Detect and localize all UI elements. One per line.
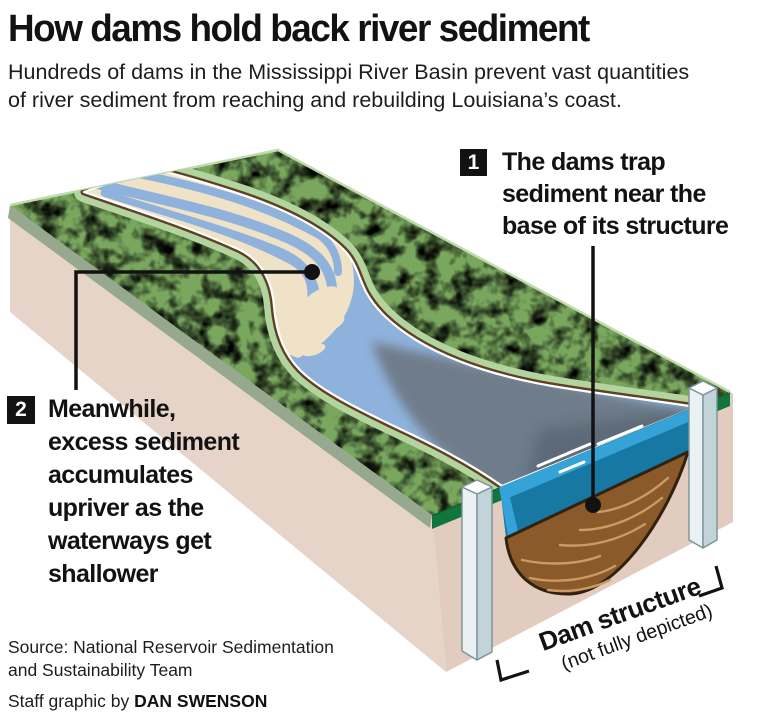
dam-pillar-left: [461, 479, 493, 661]
braid-channels: [85, 168, 342, 303]
page-title: How dams hold back river sediment: [8, 8, 590, 50]
staff-credit: Staff graphic by DAN SWENSON: [8, 691, 267, 712]
soil-block-left-face: [10, 205, 446, 672]
leader-lines: [74, 246, 601, 513]
trapped-sediment-bowl: [504, 450, 690, 596]
waterfall-edge-left: [499, 487, 521, 544]
bracket-left: [495, 659, 530, 683]
dam-pillar-right: [688, 380, 718, 549]
cliff-edge-strip: [8, 205, 432, 528]
annotation-1-number-badge: 1: [460, 149, 487, 176]
sandbar-islands: [275, 286, 345, 357]
annotation-2-number-badge: 2: [7, 396, 35, 424]
water-surface-glints: [536, 424, 644, 474]
dam-cross-section: [499, 407, 695, 596]
annotation-2: 2 Meanwhile, excess sediment accumulates…: [7, 393, 240, 591]
credit-prefix: Staff graphic by: [8, 691, 135, 711]
dam-label-brackets: [495, 565, 724, 683]
annotation-2-text: Meanwhile, excess sediment accumulates u…: [48, 395, 240, 588]
dam-pillars: [461, 380, 718, 661]
waterfall-edge-top: [500, 407, 695, 500]
subtitle-line: Hundreds of dams in the Mississippi Rive…: [8, 60, 690, 84]
credit-name: DAN SWENSON: [134, 691, 268, 711]
waterline-highlight: [82, 166, 698, 488]
page-subtitle: Hundreds of dams in the Mississippi Rive…: [8, 58, 689, 114]
river-system: [74, 158, 706, 496]
source-attribution: Source: National Reservoir Sedimentation…: [8, 637, 334, 680]
bracket-right: [698, 565, 724, 598]
annotation-1: 1 The dams trap sediment near the base o…: [460, 146, 729, 242]
sediment-streaks: [520, 476, 670, 593]
leader-dot-2: [304, 264, 320, 280]
annotation-1-text: The dams trap sediment near the base of …: [502, 148, 729, 240]
subtitle-line: of river sediment from reaching and rebu…: [8, 88, 622, 112]
leader-line-2: [74, 270, 312, 390]
leader-dot-1: [585, 497, 601, 513]
